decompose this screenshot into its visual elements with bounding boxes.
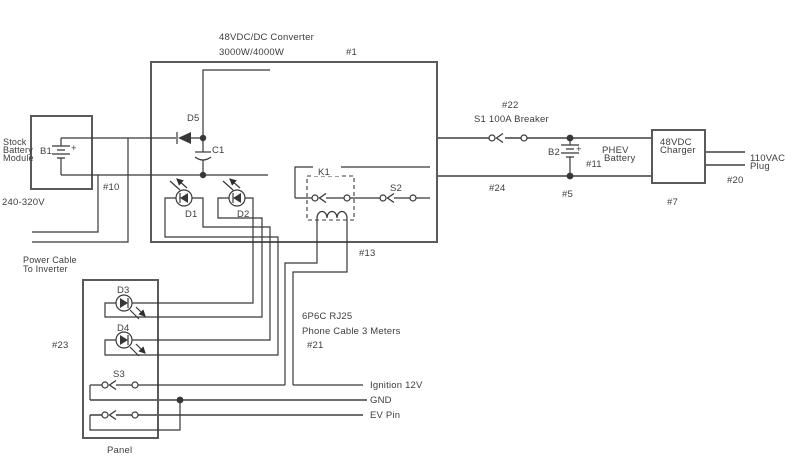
b1-battery-icon <box>52 145 70 159</box>
stock-battery-line2: Battery <box>3 145 33 155</box>
relay-contact-icon <box>343 194 351 202</box>
wire-d1-cathode-run <box>104 197 279 356</box>
charger-line1: 48VDC <box>660 137 692 148</box>
s2-chevron-icon <box>386 192 395 204</box>
relay-label-backing <box>313 166 341 176</box>
wire-power-cable-neg <box>32 175 99 233</box>
bus-neg-ref: #24 <box>489 183 505 194</box>
d5-diode-icon <box>178 132 191 144</box>
d2-label: D2 <box>237 209 250 220</box>
stock-battery-voltage: 240-320V <box>2 197 45 208</box>
breaker-contact-icon <box>488 134 496 142</box>
breaker-contact-icon <box>520 134 528 142</box>
b2-label: B2 <box>548 147 560 158</box>
stock-battery-box <box>30 115 93 190</box>
ev-pin-label: EV Pin <box>370 410 400 421</box>
phone-cable-ref: #21 <box>307 340 323 351</box>
wire-converter-stub <box>202 69 270 138</box>
breaker-chevron-icon <box>495 132 504 144</box>
charger-line2: Charger <box>660 145 696 156</box>
d2-led-icon <box>223 179 246 207</box>
b1-plus-sign: + <box>71 143 77 154</box>
power-cable-line1: Power Cable <box>23 255 77 265</box>
relay-chevron-icon <box>318 192 327 204</box>
phone-cable-line1: 6P6C RJ25 <box>302 311 352 322</box>
s2-contact-icon <box>409 194 417 202</box>
d5-label: D5 <box>187 113 200 124</box>
d1-led-icon <box>170 179 193 207</box>
wire-d2-anode-run <box>132 197 254 304</box>
d3-led-icon <box>115 294 145 319</box>
d1-label: D1 <box>185 209 198 220</box>
wire-coil-lead-b <box>292 218 348 385</box>
phone-cable-line2: Phone Cable 3 Meters <box>302 326 401 337</box>
breaker-ref: #22 <box>502 100 518 111</box>
b2-plus-sign: + <box>576 144 582 155</box>
power-cable-line2: To Inverter <box>23 264 68 274</box>
ignition-label: Ignition 12V <box>370 380 423 391</box>
wire-relay-top-loop <box>294 166 430 198</box>
converter-title: 48VDC/DC Converter <box>219 32 314 43</box>
relay-contact-icon <box>311 194 319 202</box>
charger-box <box>651 129 706 184</box>
breaker-label: S1 100A Breaker <box>474 114 549 125</box>
ev-contact-icon <box>101 411 109 419</box>
d4-led-icon <box>115 331 145 356</box>
c1-capacitor-curved-plate-icon <box>194 156 212 161</box>
s3-contact-icon <box>131 381 139 389</box>
b1-label: B1 <box>40 146 52 157</box>
charger-ref: #7 <box>667 197 678 208</box>
plug-line2: Plug <box>750 161 770 172</box>
plug-line1: 110VAC <box>750 153 785 164</box>
b2-battery-icon <box>561 144 579 158</box>
stock-battery-line1: Stock <box>3 137 27 147</box>
relay-ref: #13 <box>359 248 375 259</box>
b2-wire-ref: #5 <box>562 189 573 200</box>
s3-label: S3 <box>113 369 125 380</box>
junction-dot <box>199 171 207 179</box>
junction-dot <box>199 134 207 142</box>
relay-label: K1 <box>318 167 330 178</box>
wire-panel-wraps <box>89 385 181 431</box>
phev-battery-line1: PHEV <box>602 145 629 156</box>
relay-coil-icon <box>316 210 348 219</box>
wire-coil-lead-a <box>284 218 318 385</box>
junction-dot <box>566 134 574 142</box>
panel-box <box>82 279 159 439</box>
wire-d2-cathode-run <box>104 197 263 318</box>
wire-power-cable-pos <box>32 138 129 243</box>
s2-label: S2 <box>390 183 402 194</box>
panel-caption: Panel <box>107 445 132 456</box>
junction-dot <box>176 396 184 404</box>
phev-battery-line2: Battery <box>604 153 636 164</box>
plug-ref: #20 <box>727 175 743 186</box>
s3-chevron-icon <box>108 379 117 391</box>
s3-contact-icon <box>101 381 109 389</box>
wire-d1-anode-run <box>132 197 271 341</box>
stock-battery-line3: Module <box>3 153 34 163</box>
converter-box <box>150 61 438 243</box>
converter-subtitle: 3000W/4000W <box>219 47 284 58</box>
wire-charger-outputs <box>705 151 745 166</box>
junction-dot <box>566 172 574 180</box>
gnd-label: GND <box>370 395 392 406</box>
ev-chevron-icon <box>108 409 117 421</box>
c1-label: C1 <box>212 145 225 156</box>
converter-ref: #1 <box>346 47 357 58</box>
phev-battery-ref: #11 <box>586 159 602 170</box>
ev-contact-icon <box>131 411 139 419</box>
d3-label: D3 <box>117 285 130 296</box>
d4-label: D4 <box>117 323 130 334</box>
s2-contact-icon <box>379 194 387 202</box>
power-cable-ref: #10 <box>103 182 119 193</box>
panel-ref: #23 <box>52 340 68 351</box>
